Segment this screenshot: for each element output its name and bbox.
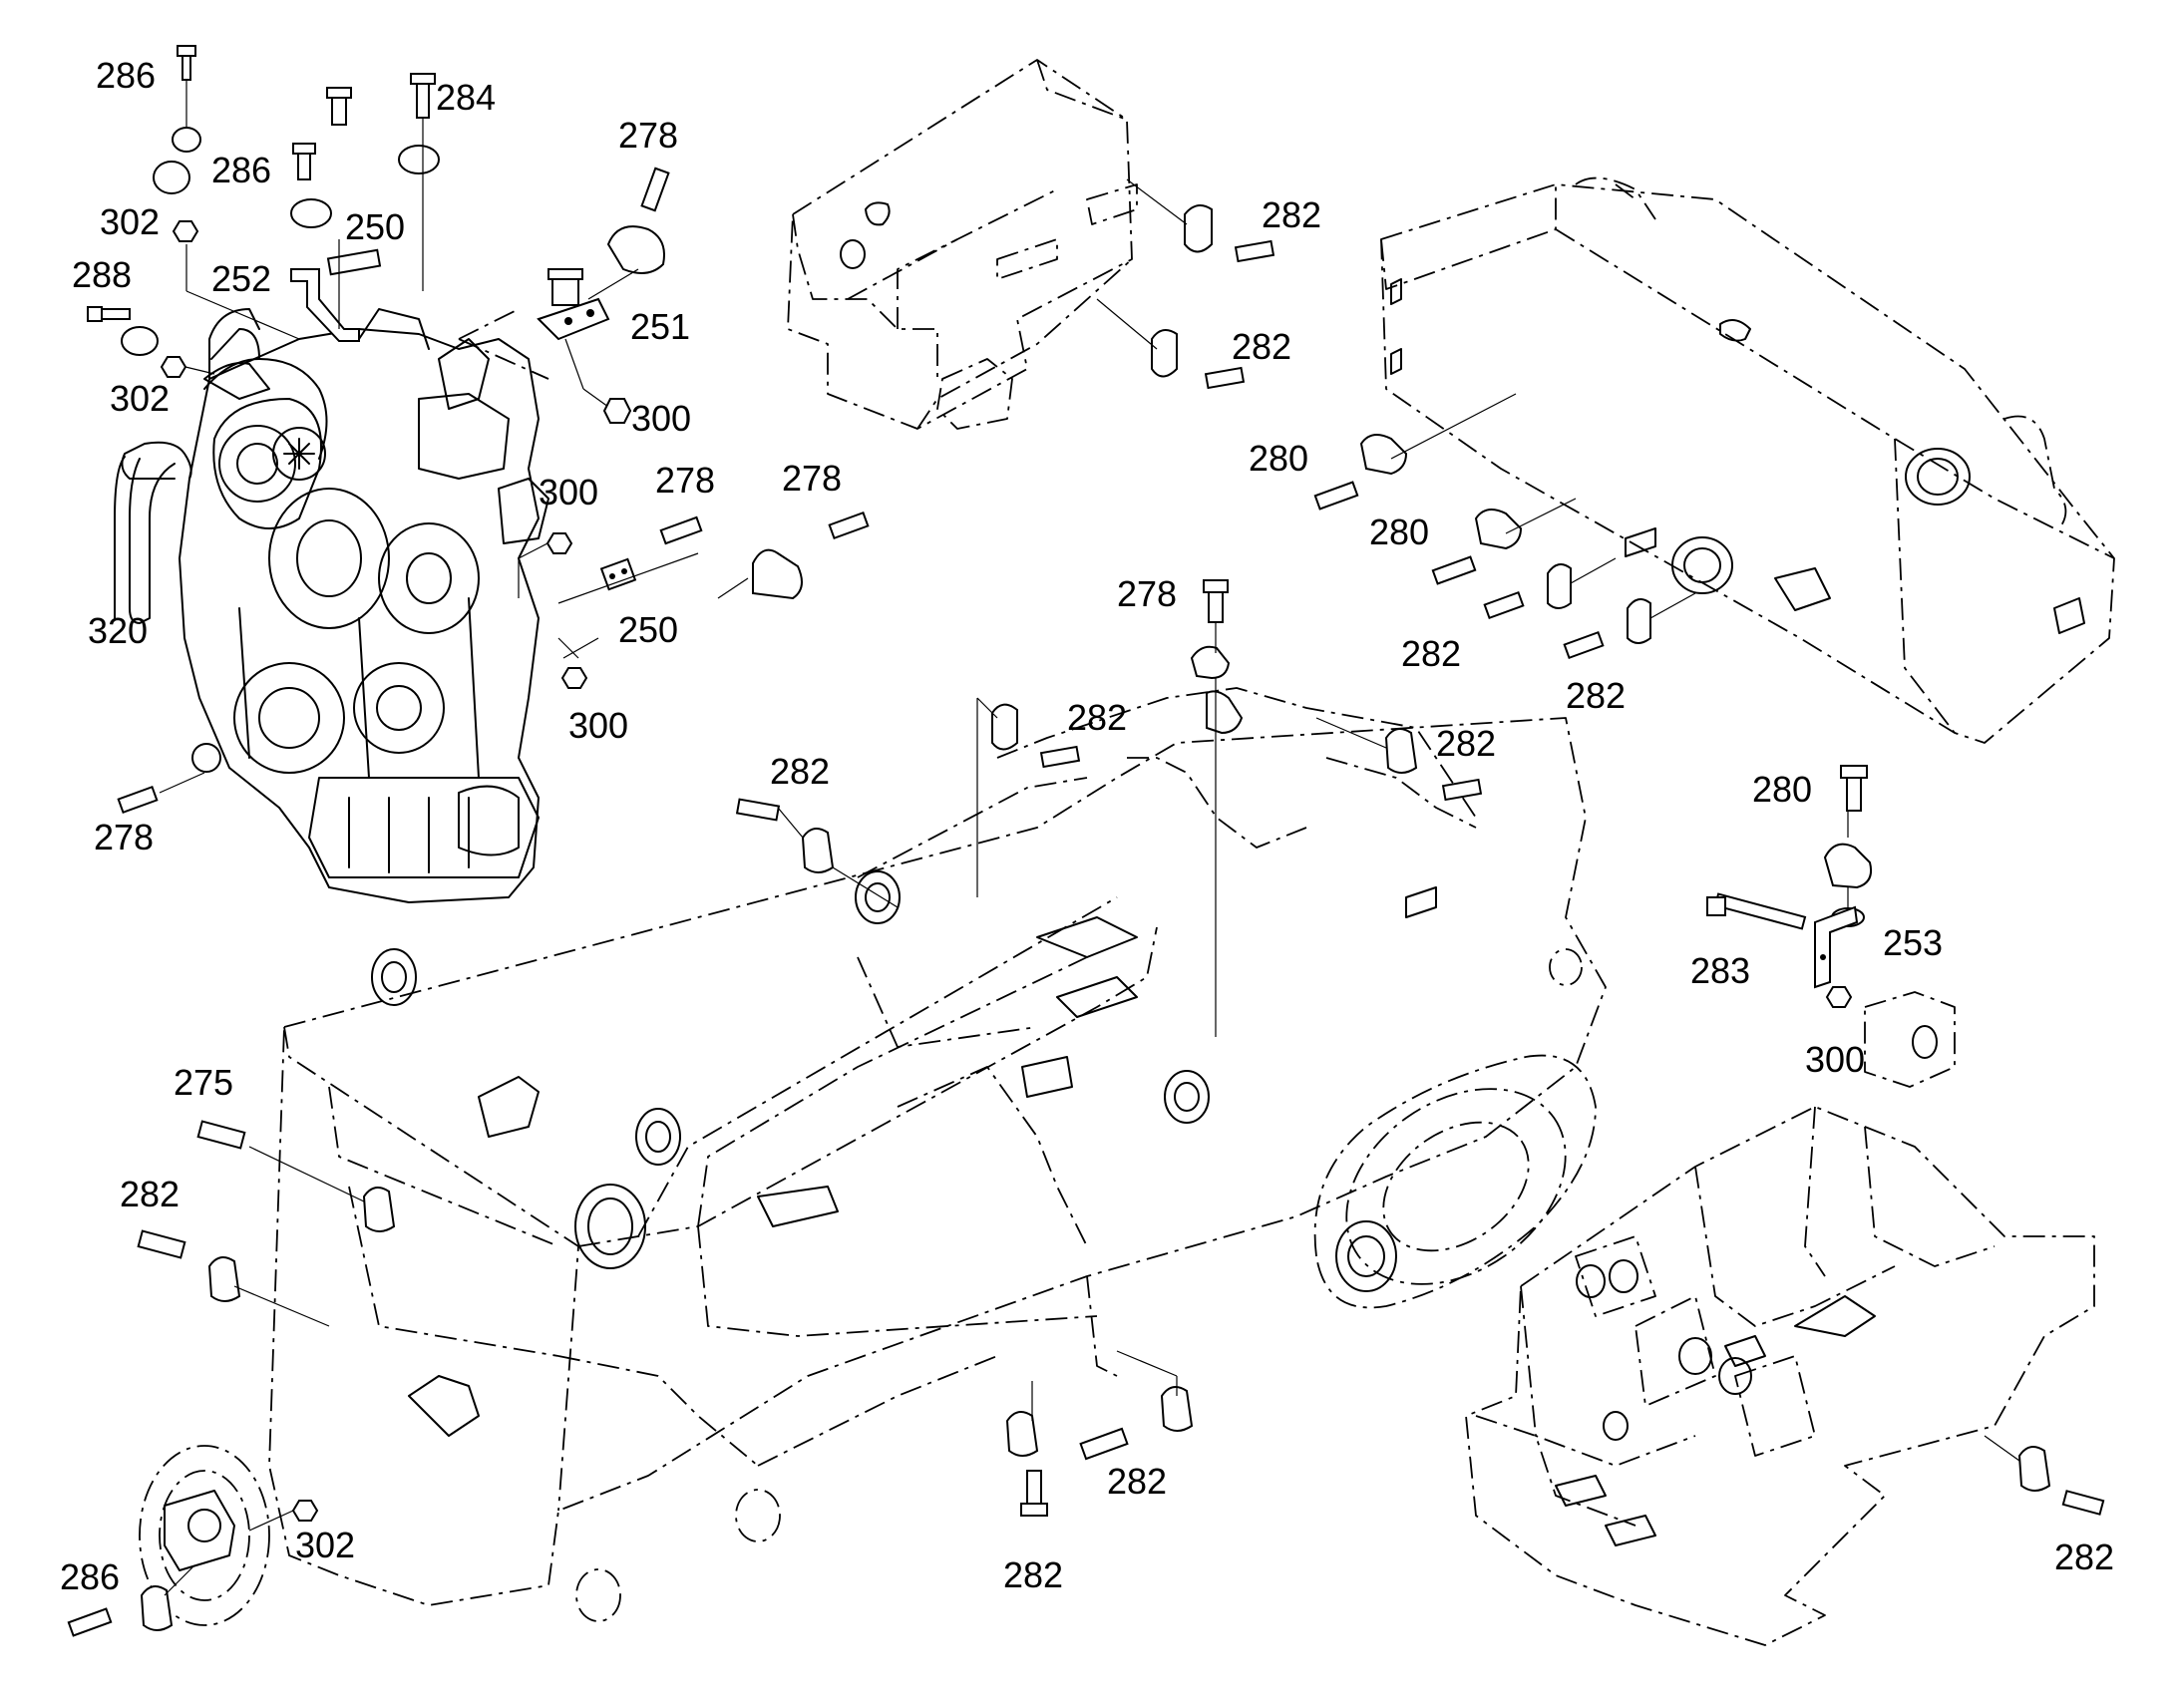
callout-286: 286 <box>96 55 156 96</box>
callout-282: 282 <box>120 1174 180 1214</box>
callout-300: 300 <box>1805 1039 1865 1080</box>
callout-282: 282 <box>1566 675 1626 716</box>
callout-278: 278 <box>1117 573 1177 614</box>
callout-250: 250 <box>345 206 405 247</box>
engine-upper-fasteners <box>87 45 670 424</box>
callout-282: 282 <box>1107 1461 1167 1502</box>
upper-right-housing <box>1380 176 2115 744</box>
callout-286: 286 <box>60 1556 120 1597</box>
engine-assembly <box>114 308 549 903</box>
callout-282: 282 <box>1262 194 1321 235</box>
main-chassis-frame <box>268 687 1607 1622</box>
callout-280: 280 <box>1369 512 1429 552</box>
upper-middle-fasteners <box>1096 178 1275 390</box>
callout-252: 252 <box>211 258 271 299</box>
callout-300: 300 <box>631 398 691 439</box>
callout-278: 278 <box>655 460 715 501</box>
callout-282: 282 <box>1067 697 1127 738</box>
callout-282: 282 <box>2054 1537 2114 1577</box>
callout-250: 250 <box>618 609 678 650</box>
callout-278: 278 <box>618 115 678 156</box>
callout-282: 282 <box>1401 633 1461 674</box>
callout-302: 302 <box>110 378 170 419</box>
callout-labels: 286 284 278 286 302 250 288 252 251 302 … <box>60 55 2114 1597</box>
callout-278: 278 <box>782 458 842 499</box>
callout-253: 253 <box>1883 922 1943 963</box>
chassis-fasteners <box>67 579 1483 1637</box>
callout-302: 302 <box>295 1525 355 1565</box>
callout-280: 280 <box>1249 438 1308 479</box>
callout-302: 302 <box>100 201 160 242</box>
callout-283: 283 <box>1690 950 1750 991</box>
callout-282: 282 <box>1232 326 1291 367</box>
callout-282: 282 <box>770 751 830 792</box>
bracket-253-group <box>1706 765 1956 1088</box>
callout-282: 282 <box>1003 1554 1063 1595</box>
callout-288: 288 <box>72 254 132 295</box>
upper-middle-housing <box>787 59 1138 430</box>
lower-right-fasteners <box>1984 1435 2105 1516</box>
lower-right-subframe <box>1465 1106 2095 1646</box>
engine-side-fasteners <box>117 511 870 815</box>
callout-275: 275 <box>174 1062 233 1103</box>
callout-286: 286 <box>211 150 271 190</box>
callout-284: 284 <box>436 77 496 118</box>
callout-300: 300 <box>539 472 598 512</box>
callout-278: 278 <box>94 817 154 857</box>
callout-251: 251 <box>630 306 690 347</box>
callout-280: 280 <box>1752 769 1812 810</box>
callout-320: 320 <box>88 610 148 651</box>
callout-282: 282 <box>1436 723 1496 764</box>
callout-300: 300 <box>568 705 628 746</box>
upper-right-fasteners <box>1313 393 1696 660</box>
